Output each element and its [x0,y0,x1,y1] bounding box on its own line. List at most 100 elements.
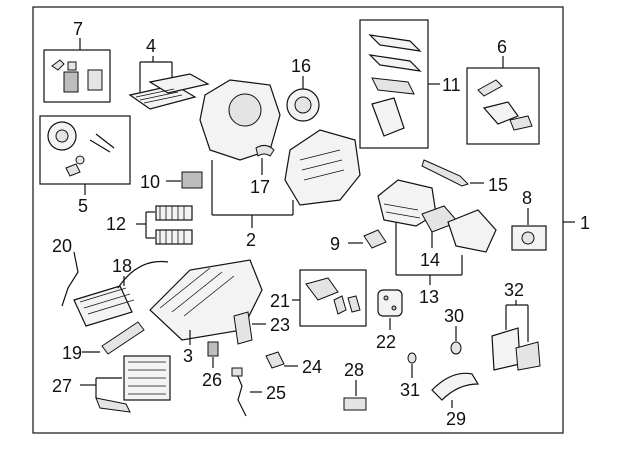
o-ring-31 [407,352,417,364]
callout-20: 20 [52,236,72,256]
callout-12: 12 [106,214,126,234]
connector-part-7b [63,71,79,93]
callout-32: 32 [504,280,524,300]
callout-18: 18 [112,256,132,276]
evaporator-pipe [101,321,145,355]
filter-frame-11c [371,77,415,95]
part-group-5: 5 [39,115,131,216]
sensor-24 [265,351,285,369]
clip-28 [343,397,367,411]
callout-6: 6 [497,37,507,57]
evaporator-seal [95,397,131,413]
part-group-4: 4 [128,36,210,110]
part-group-27: 27 [52,355,171,413]
clip-26 [207,341,219,357]
callout-30: 30 [444,306,464,326]
part-group-17: 17 [250,144,275,197]
part-group-20: 20 [52,236,79,307]
part-group-21: 21 [270,269,367,327]
callout-14: 14 [420,250,440,270]
panel-32b [515,341,541,371]
part-group-22: 22 [376,289,403,352]
sensor-9 [363,229,387,249]
callout-4: 4 [146,36,156,56]
filter-element-11b [368,54,422,72]
heater-housing-lower [284,129,361,206]
part-group-28: 28 [343,360,367,411]
part-group-2: 2 [199,79,361,250]
filter-element-11a [368,34,422,52]
callout-24: 24 [302,357,322,377]
part-group-10: 10 [140,171,203,192]
part-group-24: 24 [265,351,322,377]
callout-5: 5 [78,196,88,216]
blower-resistor [181,171,203,189]
o-ring-30 [450,341,462,355]
callout-2: 2 [246,230,256,250]
part-group-8: 8 [511,188,547,251]
callout-10: 10 [140,172,160,192]
pipe-assembly-29 [431,372,480,401]
actuator-arm-6c [509,115,533,131]
callout-28: 28 [344,360,364,380]
damper-clip-5c [75,155,85,165]
callout-13: 13 [419,287,439,307]
callout-23: 23 [270,315,290,335]
actuator-6b [482,101,519,125]
part-group-15: 15 [421,159,508,195]
filter-part-4b [148,73,210,94]
callout-7: 7 [73,19,83,39]
part-group-13: 13 14 [377,179,497,307]
callout-1: 1 [580,213,590,233]
drain-hose [255,144,275,157]
callout-17: 17 [250,177,270,197]
damper-clip-5d [65,163,81,177]
duct-13b [447,209,497,253]
lower-case [149,259,263,341]
callout-22: 22 [376,332,396,352]
callout-25: 25 [266,383,286,403]
drain-pipe [61,251,79,307]
part-group-3: 3 [149,259,263,366]
callout-9: 9 [330,234,340,254]
callout-3: 3 [183,346,193,366]
callout-27: 27 [52,376,72,396]
diagram-frame [32,6,564,434]
blower-inlet [228,93,262,127]
part-group-18: 18 [73,256,169,327]
part-group-11: 11 [359,19,461,149]
part-group-31: 31 [400,352,420,400]
actuator-21b [333,295,347,315]
gasket-22 [377,289,403,317]
callout-19: 19 [62,343,82,363]
part-box-21 [299,269,367,327]
callout-29: 29 [446,409,466,429]
part-group-6: 6 [466,37,540,145]
callout-21: 21 [270,291,290,311]
callout-11: 11 [442,75,461,95]
connector-part-7c [87,69,103,91]
clip-part-7d [67,61,77,71]
filter-pad-12b [155,229,193,245]
callout-31: 31 [400,380,420,400]
part-group-7: 7 [43,19,111,103]
part-group-12: 12 [106,205,193,245]
part-group-25: 25 [231,367,286,417]
part-box-7 [43,49,111,103]
part-group-32: 32 [491,280,541,371]
part-group-19: 19 [62,321,145,363]
part-group-23: 23 [233,311,290,345]
heater-core [73,285,133,327]
part-group-29: 29 [431,372,480,429]
part-group-30: 30 [444,306,464,355]
callout-15: 15 [488,175,508,195]
filter-cover-11d [371,97,405,137]
callout-16: 16 [291,56,311,76]
filter-pad-12a [155,205,193,221]
part-group-26: 26 [202,341,222,390]
part-group-16: 16 [286,56,320,122]
damper-rod-5b [89,133,115,153]
callout-8: 8 [522,188,532,208]
